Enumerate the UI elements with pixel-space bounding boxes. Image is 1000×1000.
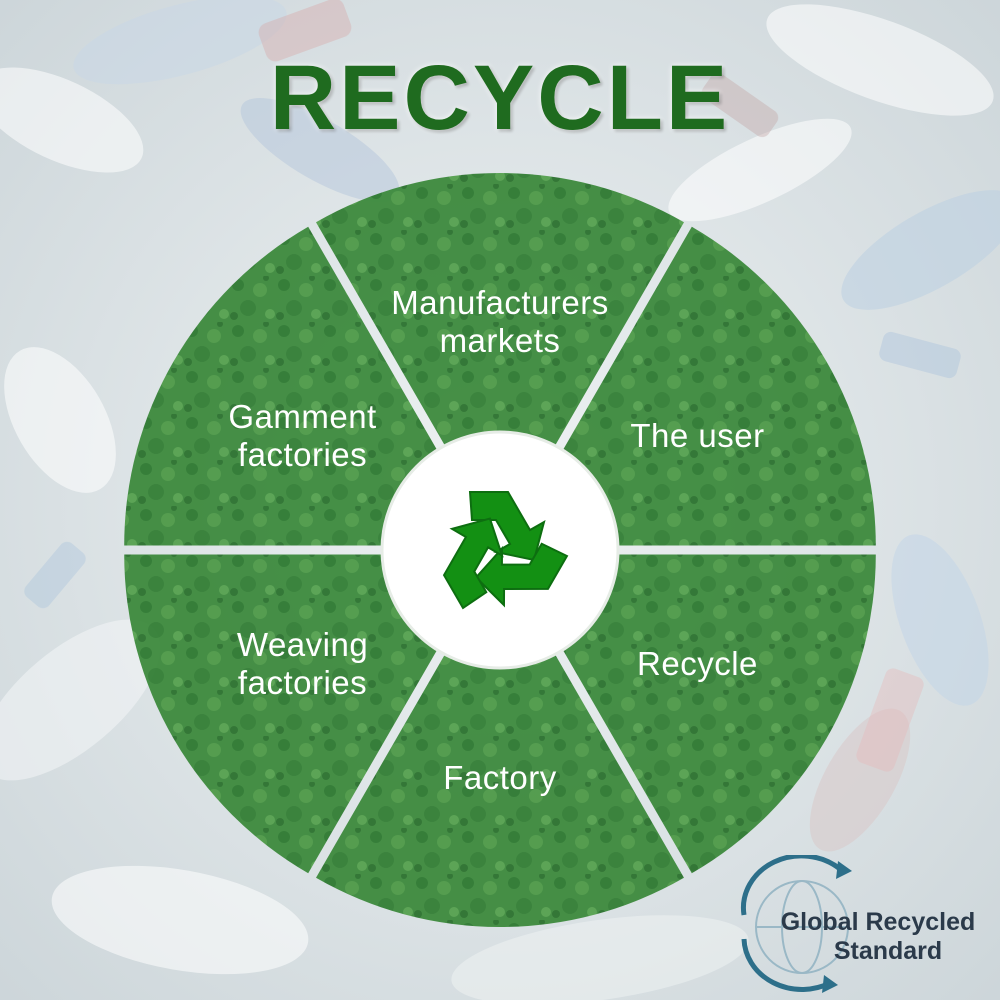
segment-label-line: Weaving (237, 626, 368, 663)
page-title: RECYCLE (269, 47, 731, 149)
recycle-arrow (442, 517, 504, 610)
segment-label: Factory (443, 759, 557, 796)
segment-label-line: factories (238, 664, 367, 701)
globe-arrows-icon (740, 855, 852, 993)
wheel-segment (316, 559, 684, 927)
global-recycled-standard-logo: Global Recycled Standard (740, 855, 976, 993)
segment-label-line: Factory (443, 759, 557, 796)
wheel-segment (124, 226, 493, 546)
wheel-segment (507, 554, 876, 874)
segment-label: The user (630, 417, 764, 454)
wheel-segment (124, 554, 493, 874)
segment-label-line: factories (238, 436, 367, 473)
logo-line-1: Global Recycled (781, 908, 976, 936)
wheel-segments (124, 172, 876, 927)
segment-label: Recycle (637, 645, 758, 682)
segment-label-line: Gamment (228, 398, 376, 435)
segment-label-line: Recycle (637, 645, 758, 682)
logo-line-2: Standard (834, 937, 942, 965)
segment-label-line: Manufacturers (391, 284, 608, 321)
wheel-segment (507, 226, 876, 546)
recycle-arrow (474, 542, 569, 608)
segment-label-line: markets (440, 322, 561, 359)
recycle-icon (442, 491, 569, 610)
segment-label-line: The user (630, 417, 764, 454)
wheel-segment (316, 172, 684, 541)
